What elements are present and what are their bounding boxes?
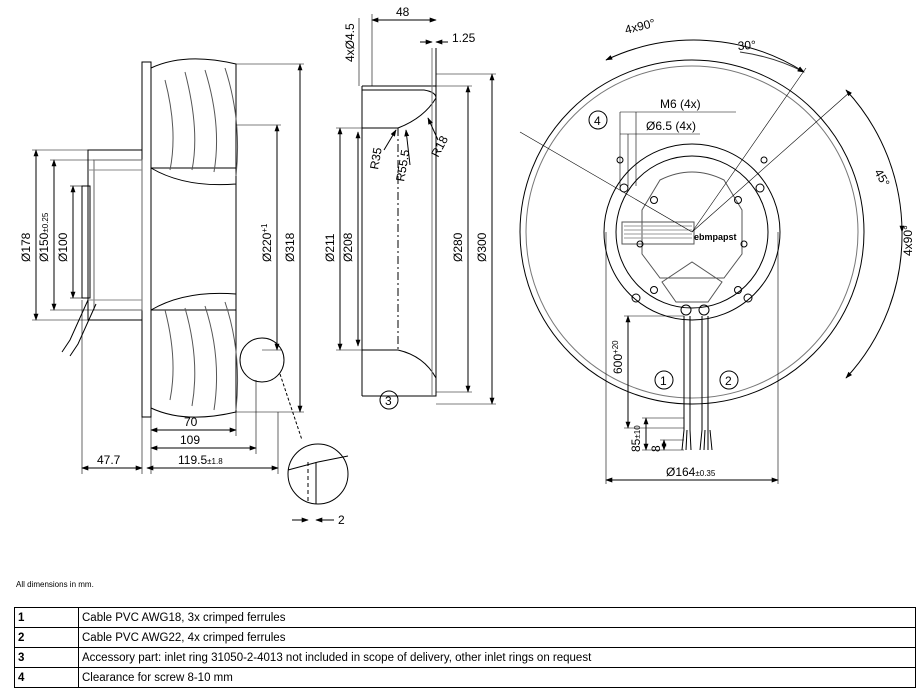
table-row: 2 Cable PVC AWG22, 4x crimped ferrules	[14, 627, 916, 648]
side-view	[32, 58, 349, 523]
side-dimension-texts: Ø178 Ø150±0.25 Ø100 Ø220+1 Ø318 70 109 4…	[19, 212, 345, 527]
dim-47-7: 47.7	[97, 453, 121, 467]
dim-d178: Ø178	[19, 232, 33, 262]
dim-109: 109	[180, 433, 200, 447]
legend-text: Clearance for screw 8-10 mm	[78, 667, 916, 688]
callout-4-label: 4	[594, 114, 601, 128]
dim-d208: Ø208	[341, 232, 355, 262]
dim-85: 85±10	[629, 425, 643, 452]
dim-d280: Ø280	[451, 232, 465, 262]
dim-d164: Ø164±0.35	[666, 465, 716, 479]
dim-d318: Ø318	[283, 232, 297, 262]
dim-600: 600+20	[611, 340, 625, 374]
legend-text: Accessory part: inlet ring 31050-2-4013 …	[78, 647, 916, 668]
dim-30-degree: 30°	[737, 38, 756, 53]
dim-45-degree: 45°	[871, 167, 892, 190]
dim-8: 8	[649, 445, 663, 452]
table-row: 3 Accessory part: inlet ring 31050-2-401…	[14, 647, 916, 668]
dim-d300: Ø300	[475, 232, 489, 262]
legend-number: 2	[14, 627, 79, 648]
table-row: 1 Cable PVC AWG18, 3x crimped ferrules	[14, 607, 916, 628]
callout-4-circle	[588, 110, 608, 130]
inlet-ring-view	[336, 14, 496, 410]
callout-2-circle	[719, 370, 739, 390]
dim-d6-5: Ø6.5 (4x)	[646, 119, 696, 133]
table-row: 4 Clearance for screw 8-10 mm	[14, 667, 916, 688]
legend-number: 3	[14, 647, 79, 668]
ring-dimension-texts: 4xØ4.5 48 1.25 R35 R55.5 R18 Ø211 Ø208 Ø…	[323, 5, 489, 408]
legend-text: Cable PVC AWG18, 3x crimped ferrules	[78, 607, 916, 628]
callout-2-label: 2	[725, 374, 732, 388]
dim-d100: Ø100	[56, 232, 70, 262]
brand-logo-text: ebmpapst	[694, 232, 737, 242]
callout-3-circle	[379, 390, 399, 410]
units-note: All dimensions in mm.	[16, 580, 94, 589]
technical-drawing: Ø178 Ø150±0.25 Ø100 Ø220+1 Ø318 70 109 4…	[19, 5, 915, 527]
dim-d150: Ø150±0.25	[37, 212, 51, 262]
dim-detail-2: 2	[338, 513, 345, 527]
side-dimension-lines	[32, 63, 334, 523]
legend-text: Cable PVC AWG22, 4x crimped ferrules	[78, 627, 916, 648]
dim-m6: M6 (4x)	[660, 97, 701, 111]
dim-4x90-top: 4x90°	[623, 16, 656, 37]
legend-number: 4	[14, 667, 79, 688]
dim-1-25: 1.25	[452, 31, 476, 45]
callout-3-label: 3	[385, 394, 392, 408]
legend-number: 1	[14, 607, 79, 628]
callout-1-label: 1	[660, 374, 667, 388]
dim-r55-5: R55.5	[393, 148, 412, 182]
dim-48: 48	[396, 5, 410, 19]
callout-1-circle	[654, 370, 674, 390]
dim-d211: Ø211	[323, 233, 337, 262]
dim-119-5: 119.5±1.8	[178, 453, 223, 467]
dim-hole-4x-d4-5: 4xØ4.5	[343, 23, 357, 62]
dim-70: 70	[184, 415, 198, 429]
legend-table: 1 Cable PVC AWG18, 3x crimped ferrules 2…	[14, 607, 916, 688]
dim-d220: Ø220+1	[260, 223, 274, 262]
dim-r35: R35	[367, 146, 385, 170]
dim-4x90-right: 4x90°	[901, 225, 915, 256]
front-view	[519, 39, 905, 484]
